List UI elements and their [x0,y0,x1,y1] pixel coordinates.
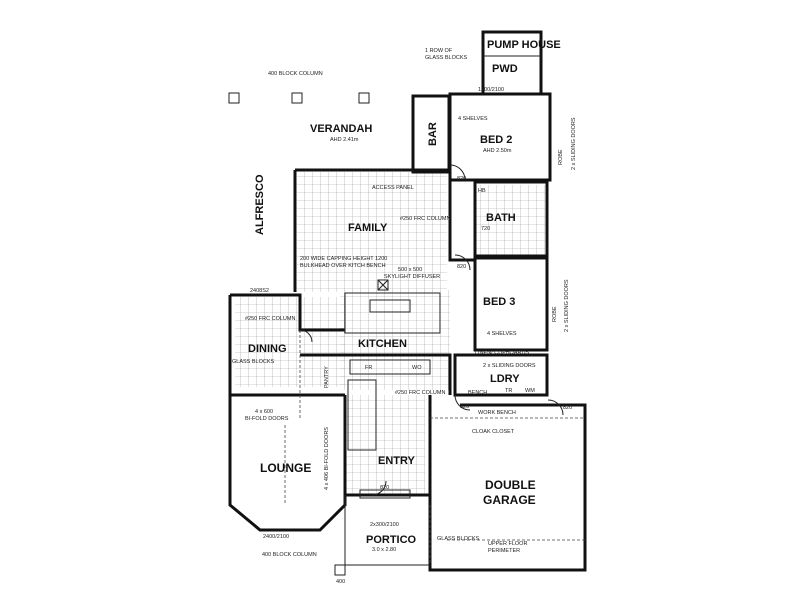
note-upper-floor-1: UPPER FLOOR [488,541,527,547]
door-swings [299,164,564,496]
note-frc-column-entry: #250 FRC COLUMN [395,390,445,396]
note-wo: WO [412,365,422,371]
note-upper-floor-2: PERIMETER [488,548,520,554]
note-capping: 200 WIDE CAPPING HEIGHT 1200 [300,256,387,262]
note-window-portico: 2x300/2100 [370,522,399,528]
note-block-column-bottom: 400 BLOCK COLUMN [262,552,317,558]
note-wm: WM [525,388,535,394]
pump-house-label: PUMP HOUSE [487,39,561,51]
note-sliding-doors-bed2: 2 x SLIDING DOORS [571,117,577,170]
note-skylight-size: 500 x 500 [398,267,422,273]
note-tr: TR [505,388,512,394]
note-portico-size: 3.0 x 2.80 [372,547,396,553]
note-dim-820-d: 820 [563,405,572,411]
note-dim-720: 720 [481,226,490,232]
walls [228,30,587,572]
note-bench: BENCH [468,390,487,396]
dining-label: DINING [248,343,287,355]
note-cloak-closet: CLOAK CLOSET [472,429,515,435]
note-robe-bed2: ROBE [558,149,564,165]
portico-label: PORTICO [366,534,417,546]
lounge-label: LOUNGE [260,461,311,475]
alfresco-label: ALFRESCO [254,174,266,235]
note-skylight: SKYLIGHT DIFFUSER [384,274,440,280]
double-garage-label-1: DOUBLE [485,478,536,492]
note-block-column-top: 400 BLOCK COLUMN [268,71,323,77]
family-label: FAMILY [348,222,388,234]
note-bifold-entry: 4 x 406 BI-FOLD DOORS [324,427,330,490]
note-glass-blocks-top-2: GLASS BLOCKS [425,55,468,61]
note-work-bench: WORK BENCH [478,410,516,416]
note-sliding-doors-bed3: 2 x SLIDING DOORS [564,279,570,332]
note-dim-400: 400 [336,579,345,585]
kitchen-label: KITCHEN [358,338,407,350]
note-verandah-ahd: AHD 2.41m [330,137,359,143]
note-bed2-ahd: AHD 2.50m [483,148,512,154]
note-frc-column-dining: #250 FRC COLUMN [245,316,295,322]
note-bifold-lounge-1: 4 x 600 [255,409,273,415]
bath-label: BATH [486,212,516,224]
double-garage-label-2: GARAGE [483,493,536,507]
note-dim-820-b: 820 [457,264,466,270]
note-glass-blocks-dining: GLASS BLOCKS [232,359,275,365]
note-window-lounge: 2400/2100 [263,534,289,540]
ldry-label: LDRY [490,373,520,385]
entry-label: ENTRY [378,455,416,467]
note-four-shelves-bed3: 4 SHELVES [487,331,517,337]
note-sliding-doors-ldry: 2 x SLIDING DOORS [483,363,536,369]
note-dim-2408: 2408S2 [250,288,269,294]
note-glass-blocks-top-1: 1 ROW OF [425,48,453,54]
note-dim-820-e: 820 [380,485,389,491]
pwd-label: PWD [492,63,518,75]
note-fr: FR [365,365,372,371]
note-bulkhead: BULKHEAD OVER KITCH BENCH [300,263,386,269]
note-hb: HB [478,188,486,194]
skylight [377,279,389,291]
note-dim-820-a: 820 [457,176,466,182]
note-glass-blocks-portico: GLASS BLOCKS [437,536,480,542]
guide-lines [284,330,585,565]
note-pantry: PANTRY [324,366,330,388]
bed2-label: BED 2 [480,134,512,146]
note-robe-bed3: ROBE [552,306,558,322]
note-bifold-lounge-2: BI-FOLD DOORS [245,416,289,422]
note-four-shelves-bed2: 4 SHELVES [458,116,488,122]
note-access-panel: ACCESS PANEL [372,185,414,191]
bar-label: BAR [427,122,439,146]
block-columns [228,92,370,576]
bed3-label: BED 3 [483,296,515,308]
note-dim-1200: 1200/2100 [478,87,504,93]
note-frc-column-family: #250 FRC COLUMN [400,216,450,222]
tiled-floor [235,172,545,495]
verandah-label: VERANDAH [310,123,372,135]
note-dim-820-c: 820 [460,404,469,410]
note-linen: LINEN/ CUPBOARDS [475,350,529,356]
